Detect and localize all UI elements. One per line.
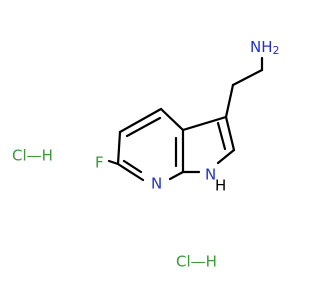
bond-n7-c2-inner (122, 159, 143, 174)
bond-c3a-c3 (181, 115, 228, 132)
bond-c4-c5 (118, 107, 163, 134)
bond-c-f (107, 159, 120, 166)
pyrrole-nitrogen-label: N (205, 166, 216, 184)
bond-c5-c6 (159, 107, 185, 132)
bond-c2-n1 (216, 148, 236, 165)
bond-c4-c5-inner (125, 116, 162, 138)
bond-ch2-ch2 (231, 68, 264, 87)
bond-c3-c2 (224, 115, 236, 152)
structure-canvas: NH2 F N N H Cl—H Cl—H (12, 38, 280, 271)
hcl-salt-2: Cl—H (176, 253, 217, 271)
bond-c3-ch2 (224, 83, 235, 119)
amine-label: NH2 (250, 38, 280, 58)
bond-c7a-n7 (168, 170, 185, 181)
fluorine-label: F (95, 154, 104, 172)
hcl-salt-1: Cl—H (12, 147, 53, 165)
pyrrole-hydrogen-label: H (215, 177, 226, 195)
bond-c2-c3 (116, 130, 122, 166)
pyridine-nitrogen-label: N (151, 175, 162, 193)
bond-c3-c2-inner (216, 121, 227, 151)
bond-n7-c2 (116, 162, 145, 182)
